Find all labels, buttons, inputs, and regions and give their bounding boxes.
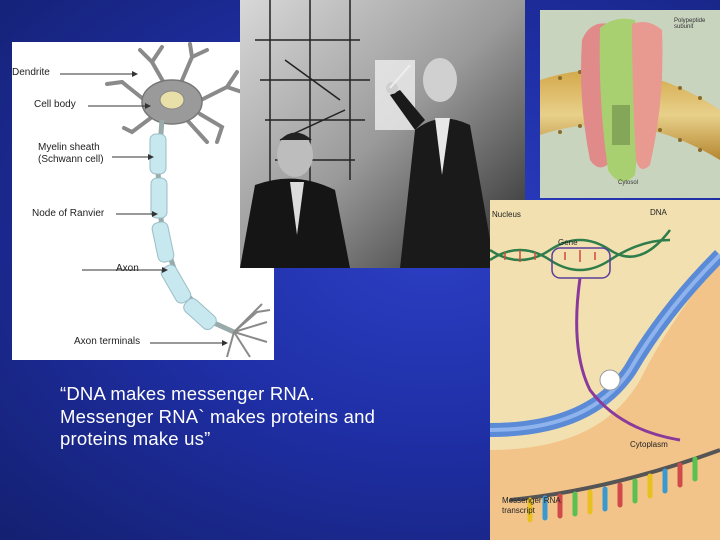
- label-messenger-rna: Messenger RNA: [502, 496, 561, 505]
- label-axon-terminals: Axon terminals: [74, 336, 141, 347]
- label-schwann-cell: (Schwann cell): [38, 154, 104, 165]
- membrane-protein-image: Polypeptide subunit Cytosol: [540, 10, 720, 198]
- label-polypeptide: Polypeptide subunit: [674, 18, 706, 30]
- label-myelin-sheath: Myelin sheath: [38, 142, 100, 153]
- neuron-illustration: [60, 42, 271, 358]
- label-cell-body: Cell body: [34, 99, 76, 110]
- dna-quote: “DNA makes messenger RNA. Messenger RNA`…: [60, 383, 376, 449]
- gene-expression-diagram: Nucleus DNA Gene Cytoplasm Messenger RNA…: [490, 200, 720, 540]
- scientists-photo: [240, 0, 525, 268]
- label-cytoplasm: Cytoplasm: [630, 440, 668, 449]
- neuron-diagram: Dendrite Cell body Myelin sheath (Schwan…: [12, 42, 274, 360]
- label-nucleus: Nucleus: [492, 210, 521, 219]
- label-dendrite: Dendrite: [12, 67, 50, 78]
- label-axon: Axon: [116, 263, 139, 274]
- label-cytosol: Cytosol: [618, 180, 639, 186]
- gene-expression-illustration: [490, 200, 720, 540]
- photo-illustration: [240, 0, 525, 268]
- label-transcript: transcript: [502, 506, 535, 515]
- label-gene: Gene: [558, 238, 578, 247]
- protein-illustration: [540, 10, 720, 198]
- label-dna: DNA: [650, 208, 667, 217]
- label-node-of-ranvier: Node of Ranvier: [32, 208, 105, 219]
